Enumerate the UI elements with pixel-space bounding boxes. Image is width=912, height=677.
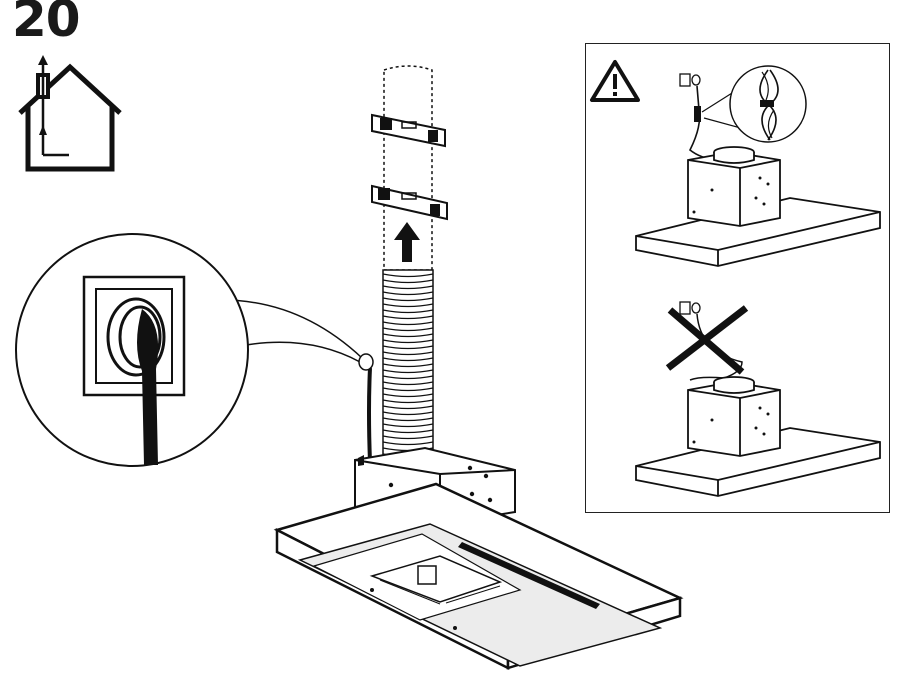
house-vent-up-icon xyxy=(18,55,122,172)
cross-out-icon xyxy=(665,301,749,381)
step-number: 20 xyxy=(12,0,81,48)
warning-triangle-icon xyxy=(590,60,640,102)
coiled-cord-tied-icon xyxy=(679,65,807,161)
hood-with-secured-cord xyxy=(635,146,881,267)
mounting-bracket-upper xyxy=(371,113,446,148)
hood-with-loose-cord xyxy=(635,376,881,497)
mounting-bracket-lower xyxy=(371,184,448,221)
arrow-up-icon xyxy=(394,222,420,262)
flexible-duct xyxy=(382,269,434,459)
warning-panel xyxy=(585,43,890,513)
plugged-socket-icon xyxy=(82,275,186,465)
